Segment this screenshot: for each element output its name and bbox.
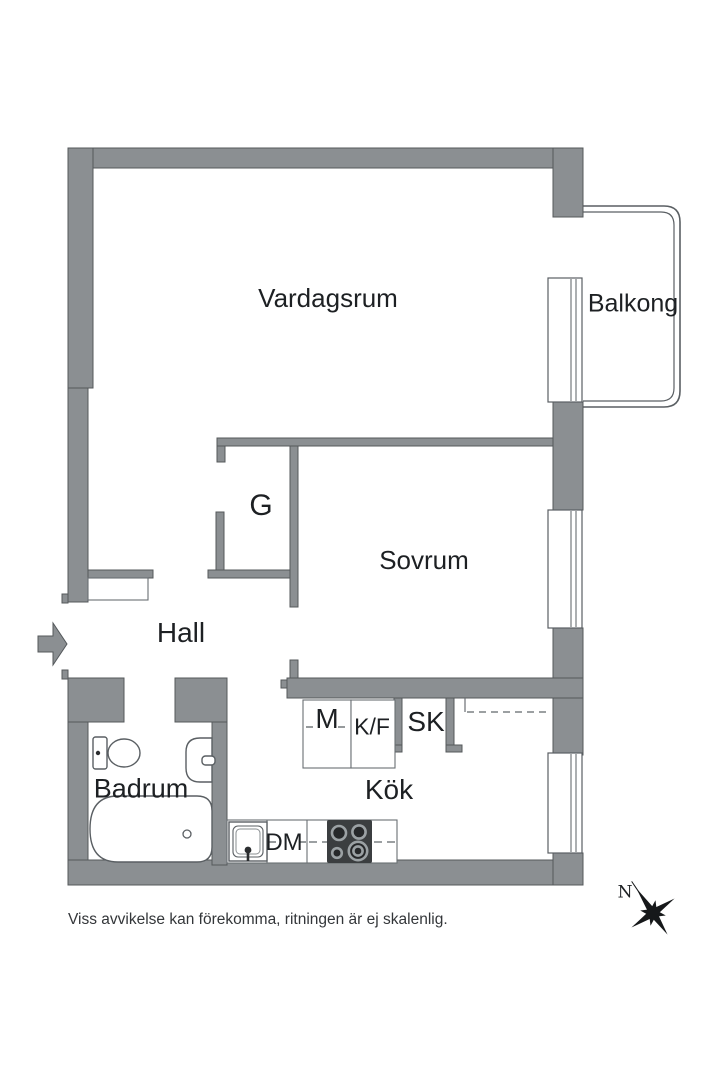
- appliance-label-kf: K/F: [354, 713, 390, 740]
- hall-wardrobe: [87, 577, 149, 601]
- right-wall-a: [552, 401, 584, 511]
- stove: [327, 820, 372, 863]
- room-label-vardagsrum: Vardagsrum: [258, 283, 398, 313]
- appliance-label-m: M: [315, 703, 339, 734]
- burner: [330, 824, 348, 842]
- room-label-sovrum: Sovrum: [379, 545, 469, 575]
- dashed-recess: [464, 698, 550, 713]
- room-label-hall: Hall: [156, 617, 206, 648]
- toilet: [92, 736, 141, 770]
- sk-right-wall: [445, 697, 455, 746]
- sk-right-foot: [445, 744, 463, 753]
- balcony-window: [547, 277, 583, 403]
- bottom-wall: [67, 859, 584, 886]
- entry-arrow: [37, 621, 68, 667]
- entry-jamb-top: [61, 593, 69, 604]
- kitchen-top-wall: [286, 677, 584, 699]
- bathroom-fixtures: [89, 736, 216, 863]
- kitchen-counter: [226, 819, 398, 864]
- bedroom-left-wall: [289, 445, 299, 608]
- closet-left-wall-stub: [216, 445, 226, 463]
- burner: [330, 846, 344, 860]
- closet-left-wall: [215, 511, 225, 571]
- livingroom-bottom-wall: [216, 437, 554, 447]
- room-label-balkong: Balkong: [587, 289, 679, 318]
- washing-machine-box: [302, 699, 352, 769]
- faucet: [244, 846, 252, 854]
- appliance-label-dm: DM: [265, 829, 303, 856]
- hall-top-wall: [87, 569, 154, 579]
- burner-inner-ring: [352, 845, 364, 857]
- appliance-label-sk: SK: [407, 706, 445, 737]
- exterior-walls: [61, 147, 584, 886]
- room-label-kok: Kök: [364, 774, 414, 805]
- bedroom-window: [547, 509, 583, 629]
- bathroom-sink: [185, 737, 216, 783]
- right-wall-c: [552, 852, 584, 886]
- bathtub: [89, 795, 213, 863]
- kitchen-window: [547, 752, 583, 854]
- interior-walls: [67, 437, 584, 866]
- bathroom-door-wall-left: [67, 677, 125, 723]
- bathroom-door-wall-right: [174, 677, 228, 723]
- left-wall-upper: [67, 147, 94, 389]
- bathroom-kitchen-divider: [211, 721, 228, 866]
- drain: [182, 829, 192, 839]
- fridge-freezer-box: [350, 699, 396, 769]
- windows: [547, 277, 583, 854]
- kitchen-cabinets: [302, 699, 396, 769]
- balcony-outline: [583, 205, 681, 408]
- room-label-badrum: Badrum: [93, 773, 189, 804]
- compass-rose: [631, 881, 675, 935]
- disclaimer-text: Viss avvikelse kan förekomma, ritningen …: [68, 911, 448, 928]
- right-wall-top: [552, 147, 584, 218]
- left-wall-mid: [67, 387, 89, 603]
- closet-bottom-wall: [207, 569, 299, 579]
- room-label-garderob: G: [249, 489, 273, 522]
- compass-north-label: N: [617, 882, 633, 903]
- entry-jamb-bottom: [61, 669, 69, 680]
- kitchen-sink: [228, 821, 268, 862]
- bedroom-door-jamb: [289, 659, 299, 679]
- burner: [351, 824, 367, 840]
